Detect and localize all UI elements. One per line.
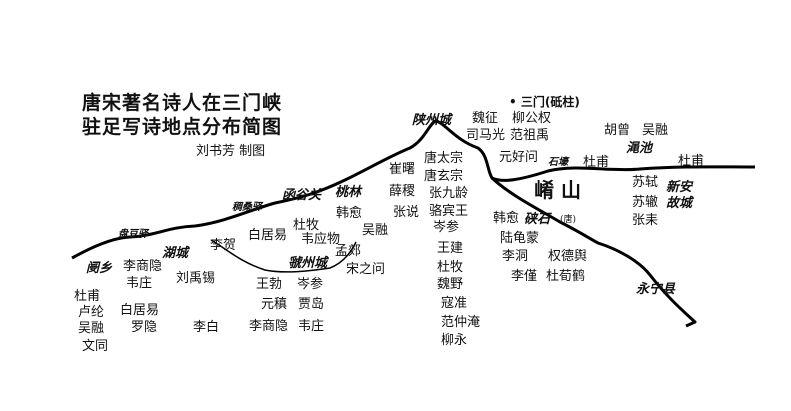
poet-shanzhou-low-4: 寇准 <box>441 296 468 311</box>
poet-yaoxiang-4: 文同 <box>82 339 109 354</box>
poet-guozhou-2: 岑参 <box>297 277 324 292</box>
map-title-line-2: 驻足写诗地点分布简图 <box>82 116 283 138</box>
poet-shanzhou-low-3: 魏野 <box>437 277 464 292</box>
poet-hucheng-1: 李商隐 <box>123 259 163 274</box>
poet-jiyang-1: 李贺 <box>210 238 237 253</box>
poet-sanmen-2: 柳公权 <box>512 111 552 126</box>
poet-shanzhou-low-6: 柳永 <box>441 333 468 348</box>
poet-mianchi-right-1: 杜甫 <box>678 154 705 169</box>
poet-guozhou-4: 贾岛 <box>298 297 325 312</box>
poet-shanzhou-low-5: 范仲淹 <box>441 315 481 330</box>
place-yaoshan-mountain: 崤 山 <box>534 178 581 202</box>
poet-sanmen-4: 范祖禹 <box>510 128 550 143</box>
poet-mianchi-top-2: 吴融 <box>642 123 669 138</box>
poet-sanmen-5: 元好问 <box>499 150 539 165</box>
poet-hucheng-3: 刘禹锡 <box>176 271 216 286</box>
hongnong-river-line <box>210 239 357 273</box>
place-guozhou-city: 虢州城 <box>288 256 328 271</box>
place-taolin: 桃林 <box>335 185 362 200</box>
place-sanmen: • 三门(砥柱) <box>509 95 580 109</box>
poet-hucheng-4: 白居易 <box>120 303 160 318</box>
tributary-river-line <box>490 176 697 328</box>
poet-shanzhou-col-1: 唐太宗 <box>424 151 464 166</box>
poet-mianchi-top-1: 胡曾 <box>604 123 631 138</box>
poet-shanzhou-low-1: 王建 <box>437 241 464 256</box>
poet-yaoshan-right-3: 张耒 <box>632 213 659 228</box>
poet-guozhou-6: 韦庄 <box>298 319 325 334</box>
poet-yaoxiang-1: 杜甫 <box>74 289 101 304</box>
poet-hangu-1: 白居易 <box>248 228 288 243</box>
place-yongning-county: 永宁县 <box>636 282 676 297</box>
poet-shanzhou-col-2: 唐玄宗 <box>424 169 464 184</box>
map-author: 刘书芳 制图 <box>196 144 266 159</box>
place-xinan-old-city: 新安故城 <box>666 180 693 211</box>
poet-guozhou-1: 王勃 <box>256 277 283 292</box>
poet-shanzhou-col-5: 岑参 <box>433 220 460 235</box>
poet-poshi-5: 权德舆 <box>548 249 588 264</box>
poet-poshi-4: 李僅 <box>511 269 538 284</box>
poet-shanzhou-left-1: 崔曙 <box>389 162 416 177</box>
poet-hangu-4: 孟郊 <box>335 244 362 259</box>
poet-yaoxiang-2: 卢纶 <box>78 305 105 320</box>
poet-taolin-1: 韩愈 <box>336 206 363 221</box>
poet-taolin-2: 吴融 <box>362 223 389 238</box>
poet-poshi-3: 李洞 <box>502 249 529 264</box>
poet-shihao-1: 杜甫 <box>583 155 610 170</box>
poet-hucheng-6: 李白 <box>193 320 220 335</box>
place-shanzhou-city: 陕州城 <box>412 113 452 128</box>
poet-poshi-2: 陆龟蒙 <box>500 231 540 246</box>
poet-yaoxiang-3: 吴融 <box>78 321 105 336</box>
poet-poshi-6: 杜荀鹤 <box>546 269 586 284</box>
poet-shanzhou-low-2: 杜牧 <box>437 260 464 275</box>
poet-guozhou-3: 元稹 <box>261 297 288 312</box>
poet-yaoshan-right-1: 苏轼 <box>632 175 659 190</box>
poet-sanmen-3: 司马光 <box>466 128 506 143</box>
poet-shanzhou-col-3: 张九龄 <box>429 186 469 201</box>
place-mianchi: 渑池 <box>626 141 653 156</box>
place-hangu-pass: 函谷关 <box>282 188 322 203</box>
poet-hucheng-5: 罗隐 <box>131 320 158 335</box>
poet-sanmen-1: 魏征 <box>472 111 499 126</box>
poet-guozhou-5: 李商隐 <box>249 319 289 334</box>
poet-poshi-1: 韩愈 <box>493 211 520 226</box>
map-title-line-1: 唐宋著名诗人在三门峡 <box>82 92 283 114</box>
poet-hangu-3: 韦应物 <box>301 232 341 247</box>
place-shihao: 石壕 <box>548 157 568 168</box>
poet-hucheng-2: 韦庄 <box>126 276 153 291</box>
place-poshi: 硖石 <box>524 212 551 227</box>
poet-shanzhou-col-4: 骆宾王 <box>429 204 469 219</box>
poet-hangu-2: 杜牧 <box>293 218 320 233</box>
poet-hangu-5: 宋之问 <box>346 262 386 277</box>
poet-yaoshan-right-2: 苏辙 <box>632 195 659 210</box>
poet-shanzhou-left-3: 张说 <box>393 205 420 220</box>
place-poshi-note: (唐) <box>560 215 577 225</box>
place-jiyang-station: 稠桑驿 <box>232 202 262 213</box>
yellow-river-line <box>71 119 756 260</box>
poet-shanzhou-left-2: 薛稷 <box>389 184 416 199</box>
place-yaoxiang: 阌乡 <box>86 261 113 276</box>
place-hucheng: 湖城 <box>162 246 189 261</box>
place-pandou-station: 盘豆驿 <box>118 229 148 240</box>
